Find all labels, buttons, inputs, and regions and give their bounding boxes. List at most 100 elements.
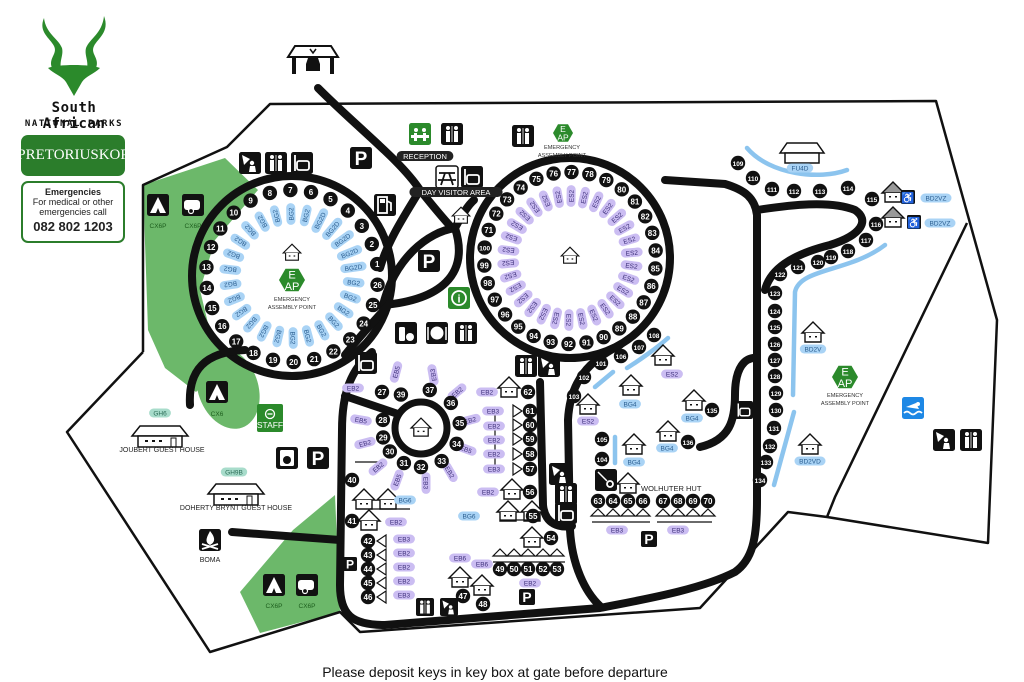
site-number-label: 95 <box>514 323 523 332</box>
site-number: 51 <box>520 561 536 577</box>
unit-type-tag: EB3 <box>667 525 689 535</box>
shower-icon <box>549 463 571 485</box>
site-number-label: 47 <box>459 592 468 601</box>
site-number: 129 <box>768 385 784 401</box>
site-marker <box>246 345 261 361</box>
site-marker <box>213 221 228 236</box>
site-marker <box>625 309 641 324</box>
unit-type-label: BG4 <box>627 460 640 467</box>
hut-icon <box>559 246 581 264</box>
site-number: 30 <box>382 444 398 459</box>
site-number: 87 <box>636 295 651 310</box>
unit-type-label: BD2VZ <box>926 196 947 203</box>
site-number: 116 <box>868 216 884 232</box>
site-number-label: 108 <box>649 333 660 340</box>
site-number-label: 104 <box>597 457 608 464</box>
unit-type-label: ES2 <box>555 190 564 204</box>
unit-type-label: EB3 <box>430 368 439 382</box>
toilets-icon <box>265 152 287 174</box>
site-number: 100 <box>477 240 492 255</box>
parking-icon: P <box>418 250 440 273</box>
site-marker <box>522 461 538 477</box>
site-number: 134 <box>752 472 768 488</box>
tent-site-icon <box>604 508 622 517</box>
label-pill <box>396 151 454 161</box>
site-number-label: 44 <box>364 565 373 574</box>
site-number-label: 102 <box>579 375 590 382</box>
site-number: 36 <box>443 395 459 411</box>
site-number-label: 127 <box>770 358 781 365</box>
site-marker <box>452 416 467 431</box>
guest-house-icon <box>206 483 266 506</box>
site-number-label: 39 <box>396 391 405 400</box>
unit-type-label: BG2 <box>223 279 237 288</box>
site-marker <box>768 402 784 418</box>
site-number-label: 72 <box>492 210 501 219</box>
unit-type-label: EB2 <box>482 490 495 497</box>
site-number-label: 40 <box>348 476 357 485</box>
unit-type-label: BD2VD <box>799 459 821 466</box>
site-marker <box>525 508 541 524</box>
unit-type-label: ES2 <box>666 372 679 379</box>
map-label: CX6P <box>299 603 316 610</box>
unit-type-label: EB3 <box>421 477 428 490</box>
site-number-label: 135 <box>707 408 718 415</box>
kitchen-icon <box>355 352 377 374</box>
site-marker <box>497 307 513 322</box>
site-marker <box>526 328 541 344</box>
svg-text:i: i <box>457 294 460 306</box>
site-number-label: 136 <box>683 440 694 447</box>
site-number: 22 <box>326 344 341 359</box>
site-number: 18 <box>246 345 261 361</box>
unit-tags-layer: BG2DBG2DBG2DBG2DBG2DBG2BG2BG2BG2BG2BG2BG… <box>149 163 956 600</box>
site-number-label: 69 <box>689 497 698 506</box>
site-marker <box>323 191 338 207</box>
site-marker <box>786 183 802 199</box>
site-marker <box>864 191 880 207</box>
site-marker <box>340 203 356 218</box>
site-number: 14 <box>199 280 215 296</box>
site-marker <box>685 493 701 509</box>
site-number-label: 65 <box>624 497 633 506</box>
site-marker <box>704 402 720 418</box>
unit-type-tag: BG4 <box>623 457 645 467</box>
site-marker <box>840 243 856 259</box>
unit-type-tag: ES2 <box>566 185 576 207</box>
site-number: 80 <box>614 182 629 197</box>
site-marker <box>646 327 662 343</box>
site-number: 114 <box>840 180 856 196</box>
tent-site-icon <box>619 508 637 517</box>
site-number-label: 60 <box>526 421 535 430</box>
site-marker <box>513 180 528 195</box>
site-number: 55 <box>525 508 541 524</box>
tent-site-icon <box>699 508 717 517</box>
site-marker <box>511 319 526 334</box>
site-number: 88 <box>625 309 641 324</box>
svg-text:P: P <box>522 589 531 605</box>
emergency-assembly-point-icon: EAP <box>553 124 573 143</box>
site-marker <box>599 172 614 188</box>
brand-line-2: NATIONAL PARKS <box>24 119 124 129</box>
site-marker <box>767 336 783 352</box>
site-marker <box>499 192 515 207</box>
swimming-pool-icon <box>902 397 924 419</box>
site-number-label: 67 <box>659 497 668 506</box>
toilets-icon <box>960 429 982 451</box>
site-number-label: 119 <box>826 255 837 262</box>
site-number-label: 103 <box>569 394 580 401</box>
unit-type-tag: EB2 <box>385 517 407 527</box>
site-number: 69 <box>685 493 701 509</box>
tent-icon <box>147 194 169 216</box>
site-marker <box>627 194 643 209</box>
site-marker <box>393 387 409 402</box>
unit-type-tag: EB2 <box>354 436 376 450</box>
huts-layer <box>130 142 906 605</box>
site-number: 66 <box>635 493 651 509</box>
site-number-label: 37 <box>425 386 434 395</box>
site-number: 65 <box>620 493 636 509</box>
site-marker <box>522 417 538 433</box>
tent-site-icon <box>375 547 387 563</box>
unit-type-label: EB2 <box>390 520 403 527</box>
site-number-label: 94 <box>529 332 538 341</box>
